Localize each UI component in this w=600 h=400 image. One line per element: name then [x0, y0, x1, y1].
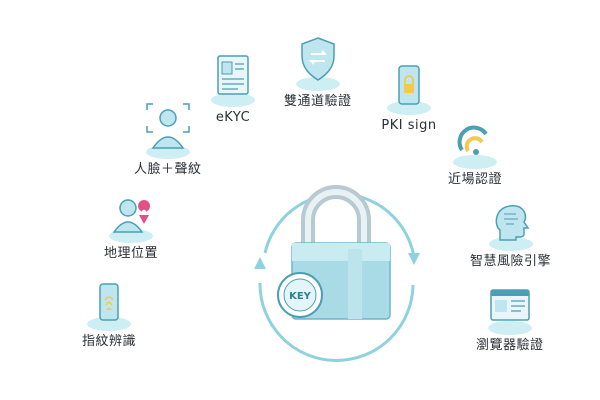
- node-dual-channel: 雙通道驗證: [284, 34, 352, 110]
- node-label: 地理位置: [103, 246, 158, 261]
- cycle-arrow-bottom: [258, 282, 415, 362]
- node-ekyc: eKYC: [204, 52, 262, 126]
- node-browser: 瀏覽器驗證: [476, 284, 544, 354]
- node-face-voice: 人臉＋聲紋: [134, 100, 202, 178]
- node-fingerprint: 指紋辨識: [80, 280, 138, 350]
- wireless-nfc-icon: [446, 118, 504, 170]
- node-label: 指紋辨識: [81, 334, 136, 349]
- node-pki: PKI sign: [380, 64, 438, 134]
- node-label: 瀏覽器驗證: [476, 338, 544, 353]
- node-label: 雙通道驗證: [284, 94, 352, 109]
- node-risk-engine: 智慧風險引擎: [470, 200, 551, 270]
- browser-window-icon: [481, 284, 539, 336]
- location-pin-person-icon: [102, 192, 160, 244]
- node-label: 人臉＋聲紋: [134, 162, 202, 177]
- node-label: 近場認證: [447, 172, 502, 187]
- shield-arrows-icon: [289, 34, 347, 92]
- node-label: eKYC: [215, 110, 251, 125]
- node-geo: 地理位置: [102, 192, 160, 262]
- id-document-icon: [204, 52, 262, 108]
- arrow-head-right: [408, 253, 420, 265]
- fingerprint-phone-icon: [80, 280, 138, 332]
- face-scan-icon: [139, 100, 197, 160]
- arrow-head-left: [254, 257, 266, 269]
- node-label: PKI sign: [381, 118, 437, 133]
- node-nfc: 近場認證: [446, 118, 504, 188]
- badge-text: KEY: [289, 291, 312, 302]
- node-label: 智慧風險引擎: [470, 254, 552, 269]
- phone-lock-icon: [380, 64, 438, 116]
- central-lock-cycle: KEY: [230, 165, 440, 375]
- brain-head-icon: [482, 200, 540, 252]
